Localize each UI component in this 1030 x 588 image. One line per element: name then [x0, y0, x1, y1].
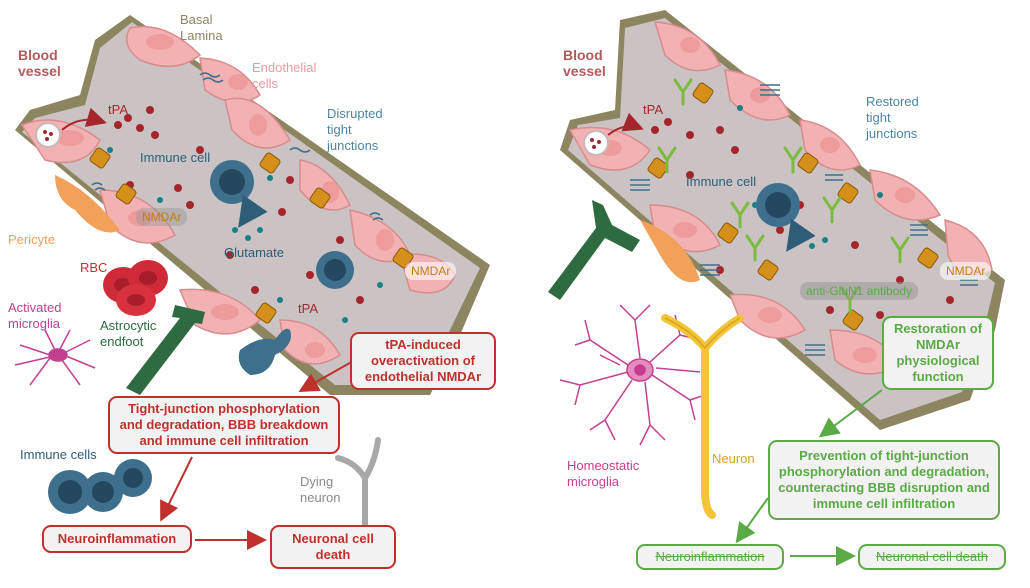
- homeostatic-microglia: [559, 304, 706, 446]
- immune-cells-cluster: [48, 459, 152, 514]
- box-restoration-nmdar: Restoration of NMDAr physiological funct…: [882, 316, 994, 390]
- label-pericyte: Pericyte: [8, 232, 55, 247]
- box-prevention-tight-junction: Prevention of tight-junction phosphoryla…: [768, 440, 1000, 520]
- red-blood-cells: [103, 260, 168, 316]
- label-homeostatic-microglia: Homeostatic microglia: [567, 458, 640, 489]
- box-tpa-overactivation: tPA-induced overactivation of endothelia…: [350, 332, 496, 390]
- label-activated-microglia: Activated microglia: [8, 300, 62, 331]
- neuron: [661, 314, 744, 519]
- label-immune-cells: Immune cells: [20, 447, 97, 462]
- label-tpa-top: tPA: [108, 102, 128, 117]
- box-neuronal-death-left: Neuronal cell death: [270, 525, 396, 569]
- label-rbc: RBC: [80, 260, 108, 275]
- label-disrupted-tight-junctions: Disrupted tight junctions: [327, 106, 383, 153]
- label-nmdar-right: NMDAr: [940, 262, 992, 280]
- astrocytic-endfoot-right: [548, 200, 640, 300]
- label-immune-cell-right: Immune cell: [686, 174, 757, 189]
- box-tight-junction-breakdown: Tight-junction phosphorylation and degra…: [108, 396, 340, 454]
- label-endothelial-cells: Endothelial cells: [252, 60, 317, 91]
- label-blood-vessel-left: Blood vessel: [18, 47, 61, 79]
- label-glutamate: Glutamate: [224, 245, 284, 260]
- label-restored-tight-junctions: Restored tight junctions: [866, 94, 919, 141]
- label-astrocytic-endfoot: Astrocytic endfoot: [100, 318, 157, 349]
- activated-microglia: [14, 329, 96, 386]
- label-dying-neuron: Dying neuron: [300, 474, 341, 505]
- label-tpa-bottom: tPA: [298, 301, 318, 316]
- box-neuronal-death-right: Neuronal cell death: [858, 544, 1006, 570]
- box-neuroinflammation-right: Neuroinflammation: [636, 544, 784, 570]
- label-tpa-right: tPA: [643, 102, 663, 117]
- label-blood-vessel-right: Blood vessel: [563, 47, 606, 79]
- label-nmdar-2: NMDAr: [405, 262, 457, 280]
- astrocytic-endfoot-left: [126, 305, 205, 395]
- label-nmdar-1: NMDAr: [136, 208, 188, 226]
- label-basal-lamina: Basal Lamina: [180, 12, 223, 43]
- box-neuroinflammation-left: Neuroinflammation: [42, 525, 192, 553]
- label-immune-cell-left: Immune cell: [140, 150, 211, 165]
- right-flow-arrows: [735, 389, 883, 566]
- left-flow-arrows: [160, 359, 356, 550]
- label-neuron: Neuron: [712, 451, 755, 466]
- label-anti-glun1-antibody: anti-GluN1 antibody: [800, 282, 919, 300]
